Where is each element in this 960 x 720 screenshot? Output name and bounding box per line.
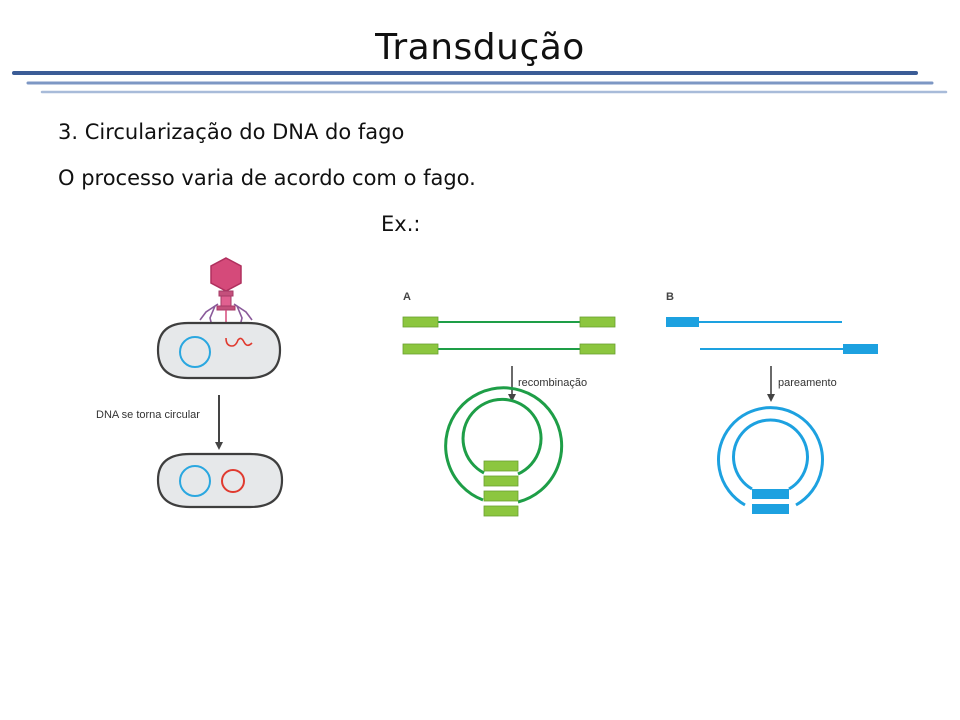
phage-icon xyxy=(199,257,253,338)
cohesive-end-block xyxy=(666,317,699,327)
recombined-block xyxy=(483,460,519,472)
terminal-repeat-block xyxy=(579,316,616,328)
phage-infection-panel: DNA se torna circular xyxy=(96,257,284,509)
label-pairing: pareamento xyxy=(778,377,837,389)
paired-block xyxy=(752,489,789,499)
cohesive-end-block xyxy=(843,344,878,354)
bacterial-chromosome-circle xyxy=(179,336,211,368)
linear-phage-dna xyxy=(225,337,253,347)
bacterial-cell-bottom xyxy=(156,452,284,509)
bacterial-cell-top xyxy=(156,321,282,380)
panel-b-pairing: B pareamento xyxy=(666,291,878,514)
panel-b-label: B xyxy=(666,291,674,303)
paired-block xyxy=(752,504,789,514)
body-line-3: Ex.: xyxy=(381,212,421,236)
recombined-block xyxy=(483,490,519,502)
circular-phage-dna xyxy=(221,469,245,493)
body-line-1: 3. Circularização do DNA do fago xyxy=(58,120,405,144)
terminal-repeat-block xyxy=(579,343,616,355)
terminal-repeat-block xyxy=(402,343,439,355)
panel-a-recombination: A recombinação xyxy=(402,291,616,517)
slide-title: Transdução xyxy=(375,27,585,68)
body-line-2: O processo varia de acordo com o fago. xyxy=(58,166,476,190)
bacterial-chromosome-circle xyxy=(179,465,211,497)
panel-a-label: A xyxy=(403,291,411,303)
label-recombination: recombinação xyxy=(518,377,587,389)
title-underline-rules xyxy=(12,71,948,94)
recombined-block xyxy=(483,475,519,487)
recombined-block xyxy=(483,505,519,517)
terminal-repeat-block xyxy=(402,316,439,328)
label-dna-circular: DNA se torna circular xyxy=(96,409,200,421)
